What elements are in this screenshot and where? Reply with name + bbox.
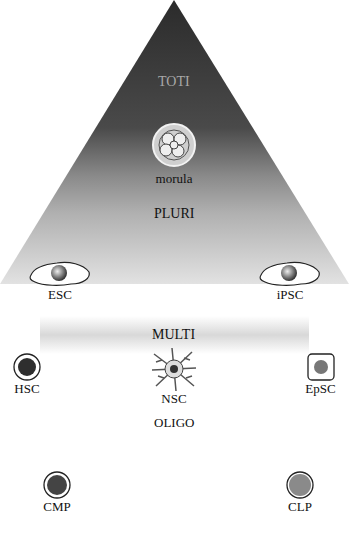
cell-shape bbox=[257, 258, 323, 288]
cell-label: iPSC bbox=[257, 288, 323, 303]
cell-shape bbox=[148, 346, 200, 392]
cell-shape bbox=[306, 352, 336, 382]
potency-label: PLURI bbox=[154, 206, 194, 222]
multi-band bbox=[40, 316, 309, 354]
cell-label: morula bbox=[149, 172, 199, 187]
pyramid bbox=[0, 0, 349, 284]
esc-cell: ESC bbox=[27, 258, 93, 303]
nsc-cell: NSC bbox=[148, 346, 200, 407]
hsc-cell: HSC bbox=[12, 352, 42, 397]
clp-cell: CLP bbox=[285, 470, 315, 515]
morula-cell: morula bbox=[149, 122, 199, 187]
cmp-cell: CMP bbox=[42, 470, 72, 515]
cell-label: CMP bbox=[42, 500, 72, 515]
cell-shape bbox=[42, 470, 72, 500]
cell-label: NSC bbox=[148, 392, 200, 407]
cell-shape bbox=[12, 352, 42, 382]
potency-label: OLIGO bbox=[154, 416, 194, 431]
cell-label: CLP bbox=[285, 500, 315, 515]
potency-label: MULTI bbox=[152, 327, 195, 343]
cell-label: ESC bbox=[27, 288, 93, 303]
cell-shape bbox=[285, 470, 315, 500]
ipsc-cell: iPSC bbox=[257, 258, 323, 303]
cell-shape bbox=[149, 122, 199, 168]
potency-label: TOTI bbox=[158, 74, 190, 90]
cell-label: HSC bbox=[12, 382, 42, 397]
epsc-cell: EpSC bbox=[305, 352, 336, 397]
cell-shape bbox=[27, 258, 93, 288]
cell-label: EpSC bbox=[305, 382, 336, 397]
